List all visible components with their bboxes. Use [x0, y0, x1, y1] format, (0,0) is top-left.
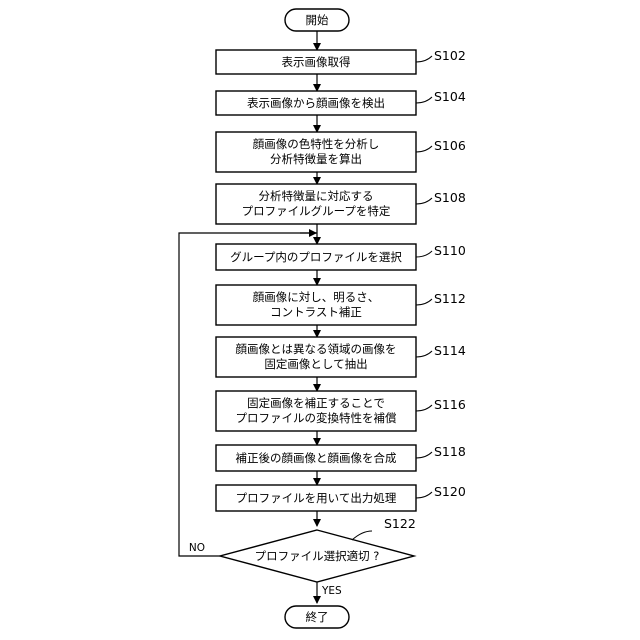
process-text-line: 補正後の顔画像と顔画像を合成	[236, 451, 397, 465]
step-id: S116	[434, 397, 466, 412]
step-leader	[416, 198, 432, 204]
process-text-line: グループ内のプロファイルを選択	[230, 250, 402, 264]
process-text-line: 表示画像取得	[282, 55, 351, 69]
process-box-s102: 表示画像取得 S102	[216, 48, 466, 74]
process-text-line: プロファイルを用いて出力処理	[236, 491, 397, 505]
decision-s122: プロファイル選択適切 ? S122 NO YES	[189, 516, 416, 597]
process-box-s116: 固定画像を補正することでプロファイルの変換特性を補償 S116	[216, 391, 466, 431]
decision-text: プロファイル選択適切 ?	[255, 549, 380, 563]
step-id: S104	[434, 89, 466, 104]
no-label: NO	[189, 542, 205, 554]
end-terminal: 終了	[285, 606, 349, 628]
process-box-s108: 分析特徴量に対応するプロファイルグループを特定 S108	[216, 184, 466, 224]
process-box-s120: プロファイルを用いて出力処理 S120	[216, 484, 466, 511]
process-text-line: 分析特徴量を算出	[270, 152, 362, 166]
process-box-s110: グループ内のプロファイルを選択 S110	[216, 243, 466, 270]
step-leader	[416, 56, 432, 62]
decision-leader	[352, 531, 372, 540]
step-leader	[416, 452, 432, 458]
process-text-line: プロファイルグループを特定	[242, 204, 391, 218]
step-id: S112	[434, 291, 466, 306]
process-text-line: 分析特徴量に対応する	[259, 189, 374, 203]
process-text-line: 表示画像から顔画像を検出	[247, 96, 385, 110]
process-text-line: プロファイルの変換特性を補償	[236, 411, 397, 425]
process-box-s114: 顔画像とは異なる領域の画像を固定画像として抽出 S114	[216, 337, 466, 377]
step-leader	[416, 492, 432, 498]
step-leader	[416, 146, 432, 152]
process-box-s112: 顔画像に対し、明るさ、コントラスト補正 S112	[216, 285, 466, 325]
step-id: S102	[434, 48, 466, 63]
process-box-s104: 表示画像から顔画像を検出 S104	[216, 89, 466, 115]
step-leader	[416, 299, 432, 305]
process-text-line: コントラスト補正	[270, 305, 362, 319]
step-id: S120	[434, 484, 466, 499]
start-label: 開始	[306, 13, 329, 27]
step-id: S114	[434, 343, 466, 358]
step-leader	[416, 97, 432, 103]
step-id: S108	[434, 190, 466, 205]
process-text-line: 顔画像の色特性を分析し	[253, 137, 380, 151]
end-label: 終了	[306, 610, 329, 624]
process-text-line: 顔画像に対し、明るさ、	[253, 290, 380, 304]
process-box-s118: 補正後の顔画像と顔画像を合成 S118	[216, 444, 466, 471]
process-text-line: 顔画像とは異なる領域の画像を	[236, 342, 397, 356]
step-leader	[416, 251, 432, 257]
step-id: S110	[434, 243, 466, 258]
decision-step-id: S122	[384, 516, 416, 531]
step-leader	[416, 351, 432, 357]
process-box-s106: 顔画像の色特性を分析し分析特徴量を算出 S106	[216, 132, 466, 172]
start-terminal: 開始	[285, 9, 349, 31]
step-id: S106	[434, 138, 466, 153]
step-leader	[416, 405, 432, 411]
process-text-line: 固定画像として抽出	[264, 357, 367, 371]
step-id: S118	[434, 444, 466, 459]
process-text-line: 固定画像を補正することで	[247, 396, 385, 410]
yes-label: YES	[321, 585, 342, 597]
